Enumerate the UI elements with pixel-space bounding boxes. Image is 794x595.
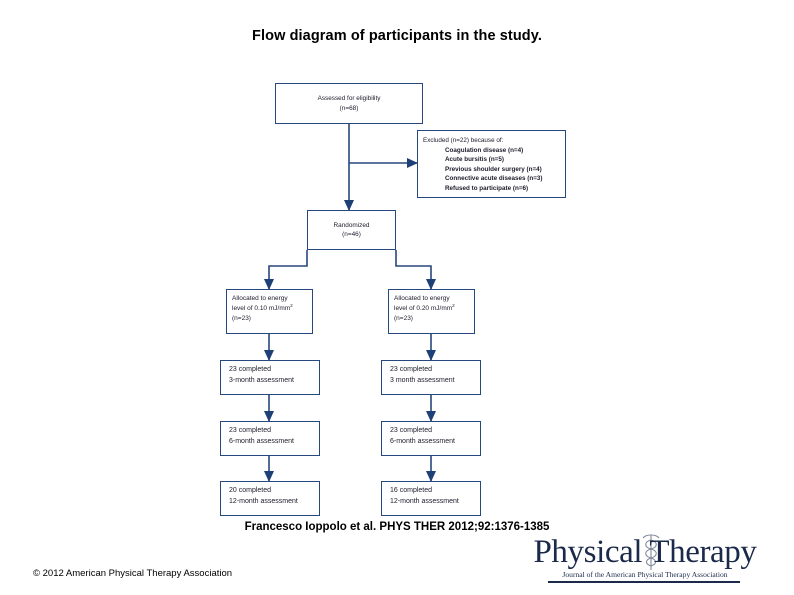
- journal-logo: Physical Therapy Journal of the American…: [500, 534, 790, 592]
- alloc-left-line3: (n=23): [232, 314, 251, 322]
- left-12mo-line2: 12-month assessment: [229, 497, 298, 505]
- alloc-right-unit-exponent: 2: [452, 302, 455, 308]
- node-left-3-month: 23 completed 3-month assessment: [220, 360, 320, 395]
- page-title: Flow diagram of participants in the stud…: [252, 28, 542, 44]
- journal-logo-subtitle: Journal of the American Physical Therapy…: [562, 570, 728, 579]
- node-randomized-line2: (n=46): [342, 231, 361, 238]
- right-6mo-line1: 23 completed: [390, 427, 433, 434]
- alloc-left-unit-exponent: 2: [290, 302, 293, 308]
- right-3mo-line2: 3 month assessment: [390, 376, 455, 384]
- excluded-reason-list: Coagulation disease (n=4) Acute bursitis…: [423, 146, 561, 194]
- excluded-reason: Refused to participate (n=6): [445, 184, 529, 192]
- excluded-reason: Previous shoulder surgery (n=4): [445, 165, 542, 173]
- copyright-notice: © 2012 American Physical Therapy Associa…: [33, 568, 233, 579]
- alloc-left-line2: level of 0.10 mJ/mm2: [232, 302, 307, 314]
- node-assessed-line2: (n=68): [339, 104, 359, 112]
- alloc-right-energy: level of 0.20 mJ/mm: [394, 304, 453, 312]
- node-left-12-month: 20 completed 12-month assessment: [220, 481, 320, 516]
- node-excluded: Excluded (n=22) because of: Coagulation …: [417, 130, 566, 198]
- citation-line: Francesco Ioppolo et al. PHYS THER 2012;…: [244, 521, 550, 533]
- node-left-6-month: 23 completed 6-month assessment: [220, 421, 320, 456]
- right-12mo-line1: 16 completed: [390, 487, 433, 494]
- left-3mo-line1: 23 completed: [229, 366, 272, 373]
- journal-logo-wordmark: Physical Therapy: [533, 534, 757, 570]
- logo-divider: [548, 581, 740, 583]
- right-3mo-line1: 23 completed: [390, 366, 433, 373]
- alloc-right-line2: level of 0.20 mJ/mm2: [394, 302, 469, 314]
- node-right-12-month: 16 completed 12-month assessment: [381, 481, 481, 516]
- alloc-right-line3: (n=23): [394, 314, 413, 322]
- node-allocated-right: Allocated to energy level of 0.20 mJ/mm2…: [388, 289, 475, 334]
- alloc-left-energy: level of 0.10 mJ/mm: [232, 304, 291, 312]
- excluded-reason: Coagulation disease (n=4): [445, 146, 524, 154]
- node-randomized: Randomized (n=46): [307, 210, 396, 250]
- right-6mo-line2: 6-month assessment: [390, 437, 455, 445]
- left-6mo-line1: 23 completed: [229, 427, 272, 434]
- excluded-heading: Excluded (n=22) because of:: [423, 137, 504, 144]
- left-12mo-line1: 20 completed: [229, 487, 272, 494]
- caduceus-icon: [642, 534, 660, 570]
- alloc-left-line1: Allocated to energy: [232, 295, 288, 302]
- node-allocated-left: Allocated to energy level of 0.10 mJ/mm2…: [226, 289, 313, 334]
- excluded-reason: Acute bursitis (n=5): [445, 156, 504, 164]
- node-randomized-line1: Randomized: [333, 221, 370, 229]
- node-assessed-line1: Assessed for eligibility: [317, 95, 381, 103]
- node-right-3-month: 23 completed 3 month assessment: [381, 360, 481, 395]
- left-6mo-line2: 6-month assessment: [229, 437, 294, 445]
- alloc-right-line1: Allocated to energy: [394, 295, 450, 302]
- excluded-reason: Connective acute diseases (n=3): [445, 175, 543, 183]
- node-right-6-month: 23 completed 6-month assessment: [381, 421, 481, 456]
- left-3mo-line2: 3-month assessment: [229, 376, 294, 384]
- node-assessed-for-eligibility: Assessed for eligibility (n=68): [275, 83, 423, 124]
- right-12mo-line2: 12-month assessment: [390, 497, 459, 505]
